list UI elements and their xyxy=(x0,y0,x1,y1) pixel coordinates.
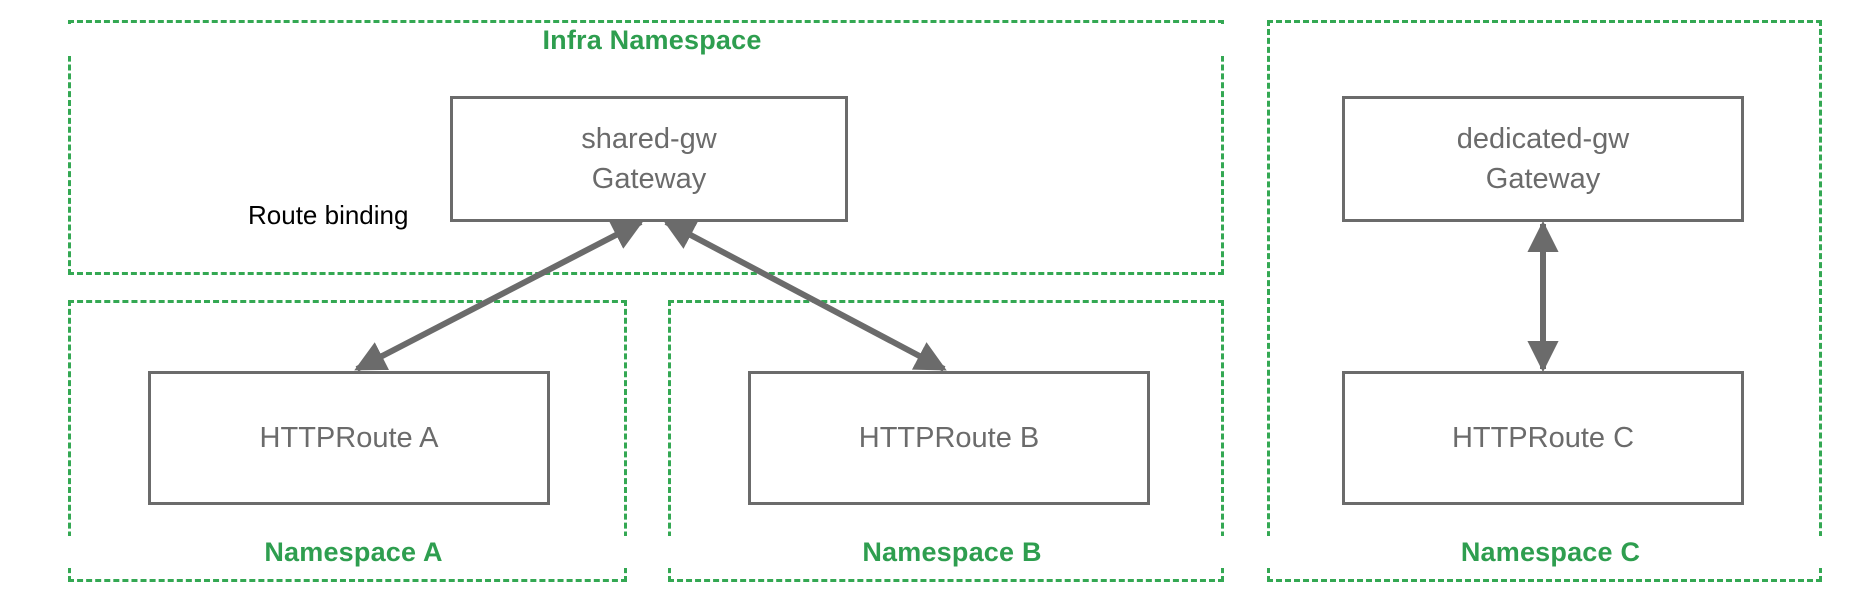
resource-dedicated-gw-kind: Gateway xyxy=(1485,163,1601,195)
resource-httproute-b-name: HTTPRoute B xyxy=(858,422,1040,454)
resource-httproute-a[interactable]: HTTPRoute A xyxy=(148,371,550,505)
namespace-c-label: Namespace C xyxy=(1267,536,1834,568)
namespace-a-label: Namespace A xyxy=(68,536,639,568)
resource-shared-gw-gateway[interactable]: shared-gw Gateway xyxy=(450,96,848,222)
resource-dedicated-gw-gateway[interactable]: dedicated-gw Gateway xyxy=(1342,96,1744,222)
namespace-a xyxy=(68,300,627,582)
resource-httproute-a-name: HTTPRoute A xyxy=(259,422,439,454)
resource-shared-gw-kind: Gateway xyxy=(591,163,707,195)
resource-httproute-c[interactable]: HTTPRoute C xyxy=(1342,371,1744,505)
resource-shared-gw-name: shared-gw xyxy=(581,123,717,155)
namespace-c xyxy=(1267,20,1822,582)
resource-dedicated-gw-name: dedicated-gw xyxy=(1456,123,1630,155)
namespace-infra-label: Infra Namespace xyxy=(68,24,1236,56)
resource-httproute-b[interactable]: HTTPRoute B xyxy=(748,371,1150,505)
namespace-b-label: Namespace B xyxy=(668,536,1236,568)
namespace-infra xyxy=(68,20,1224,275)
edge-label-route-binding: Route binding xyxy=(248,200,409,230)
resource-httproute-c-name: HTTPRoute C xyxy=(1451,422,1635,454)
